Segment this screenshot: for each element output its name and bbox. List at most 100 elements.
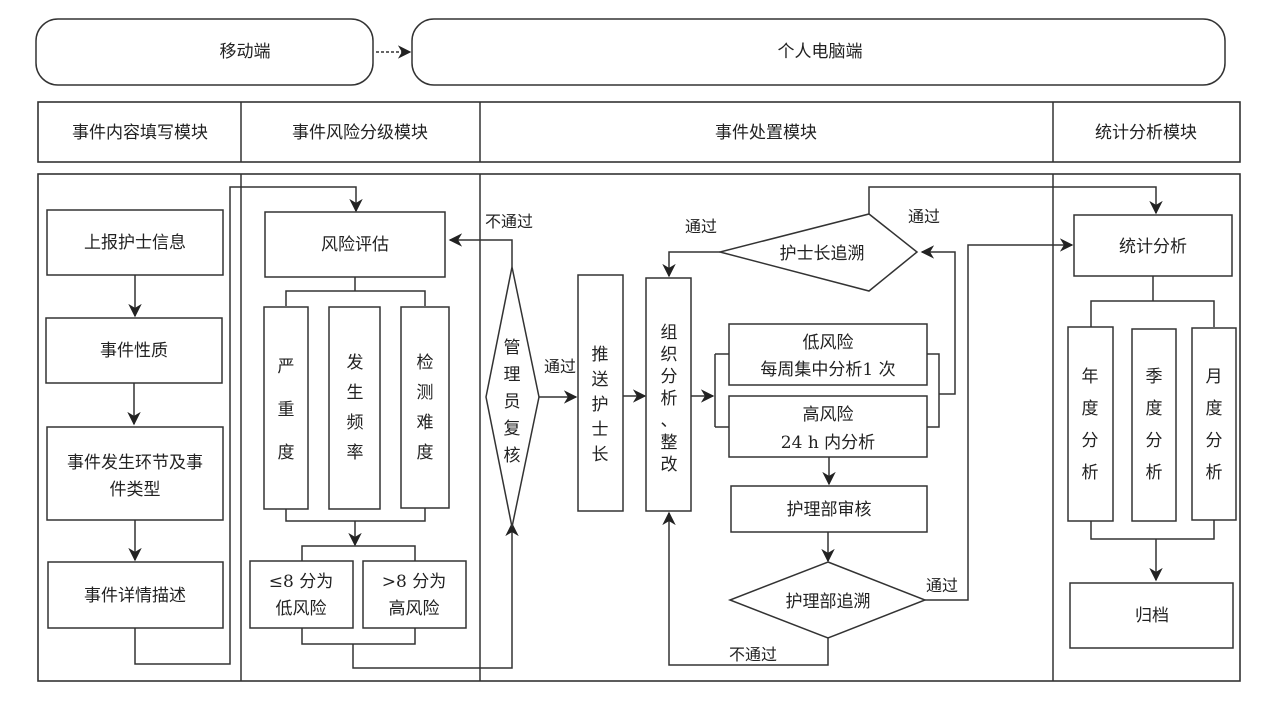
step-event-detail [47,561,224,629]
period-annual-char: 度 [1082,399,1099,419]
period-annual-char: 分 [1082,431,1099,451]
platform-pc-label: 个人电脑端 [778,42,863,62]
module-body-frame [37,173,1241,682]
high-risk-action-title: 高风险 [803,405,854,425]
decision-dept-trace-label: 护理部追溯 [786,592,871,612]
label-head-trace-pass-top: 通过 [908,207,940,226]
risk-assess [264,211,446,278]
module-handle-title: 事件处置模块 [715,123,817,143]
risk-low-label-2: 低风险 [276,599,327,619]
label-dept-trace-fail: 不通过 [729,645,777,664]
high-risk-action [728,395,928,458]
period-monthly-char: 月 [1206,367,1223,387]
step-event-nature [45,317,223,384]
period-monthly-char: 析 [1206,463,1223,483]
push-head-nurse-char: 士 [592,420,609,440]
admin-review-char: 复 [504,419,521,439]
step-event-link-type-label-1: 事件发生环节及事 [67,453,203,473]
label-dept-trace-pass: 通过 [926,576,958,595]
period-quarterly-char: 析 [1146,463,1163,483]
module-header-row [37,101,1241,163]
factor-detection-char: 度 [417,443,434,463]
period-monthly-char: 度 [1206,399,1223,419]
platform-pc [411,18,1226,86]
factor-severity-char: 严 [278,357,295,377]
factor-frequency-char: 发 [347,353,364,373]
connector-dept-trace-pass [925,238,1074,601]
factor-frequency-char: 率 [347,443,364,463]
period-quarterly-char: 季 [1146,367,1163,387]
platform-mobile [35,18,374,86]
stats-analysis [1073,214,1233,277]
label-review-pass: 通过 [544,357,576,376]
push-head-nurse-char: 推 [592,345,609,365]
factor-detection [400,306,450,509]
risk-high-label-1: >8 分为 [382,572,446,592]
admin-review-char: 员 [504,392,521,412]
step-nurse-info-label: 上报护士信息 [84,233,186,253]
step-event-detail-label: 事件详情描述 [84,586,186,606]
admin-review-char: 核 [504,446,521,466]
connector-low-to-head-trace [920,245,956,395]
risk-assess-label: 风险评估 [321,235,389,255]
factor-severity-char: 度 [278,443,295,463]
push-head-nurse-char: 护 [592,395,609,415]
period-annual-char: 析 [1082,463,1099,483]
low-risk-action-desc: 每周集中分析1 次 [760,360,895,380]
push-head-nurse-char: 送 [592,370,609,390]
period-quarterly-char: 分 [1146,431,1163,451]
step-push-head-nurse [577,274,624,512]
stats-analysis-label: 统计分析 [1119,237,1187,257]
period-quarterly-char: 度 [1146,399,1163,419]
step-nurse-info [46,209,224,276]
module-risk-title: 事件风险分级模块 [292,123,428,143]
period-monthly-char: 分 [1206,431,1223,451]
organize-rectify-char: 分 [661,367,678,387]
low-risk-action-title: 低风险 [803,333,854,353]
period-monthly [1191,327,1237,521]
push-head-nurse-char: 长 [592,445,609,465]
step-dept-review [730,485,928,533]
period-quarterly [1131,328,1177,522]
organize-rectify-char: 析 [661,389,678,409]
connector-risk-to-review [352,522,519,669]
admin-review-char: 理 [504,365,521,385]
factor-detection-char: 检 [417,353,434,373]
module-stats-title: 统计分析模块 [1095,123,1197,143]
step-event-link-type-label-2: 件类型 [110,480,161,500]
connector-head-trace-pass-left [662,251,720,278]
risk-low [249,560,354,629]
connector-review-fail [448,233,513,267]
low-risk-action [728,323,928,386]
organize-rectify-char: 、 [661,411,678,431]
risk-high [362,560,467,629]
factor-detection-char: 难 [417,413,434,433]
period-annual-char: 年 [1082,367,1099,387]
connector-dept-trace-fail [662,511,829,666]
factor-detection-char: 测 [417,383,434,403]
risk-high-label-2: 高风险 [389,599,440,619]
admin-review-char: 管 [504,338,521,358]
decision-admin-review [485,266,540,528]
module-fill-title: 事件内容填写模块 [72,123,208,143]
factor-severity-char: 重 [278,400,295,420]
high-risk-action-desc: 24 h 内分析 [781,433,875,453]
step-organize-rectify [645,277,692,512]
organize-rectify-char: 改 [661,455,678,475]
step-event-link-type [46,426,224,521]
label-review-fail: 不通过 [485,212,533,231]
label-head-trace-pass-left: 通过 [685,217,717,236]
connector-fill-to-risk [134,186,363,665]
factor-frequency [328,306,381,510]
step-event-nature-label: 事件性质 [100,341,168,361]
decision-head-nurse-trace-label: 护士长追溯 [780,244,865,264]
organize-rectify-char: 组 [661,323,678,343]
period-annual [1067,326,1114,522]
connector-head-trace-to-stats [868,186,1163,215]
organize-rectify-char: 织 [661,345,678,365]
decision-head-nurse-trace [717,213,919,292]
factor-frequency-char: 频 [347,413,364,433]
factor-frequency-char: 生 [347,383,364,403]
risk-low-label-1: ≤8 分为 [269,572,333,592]
